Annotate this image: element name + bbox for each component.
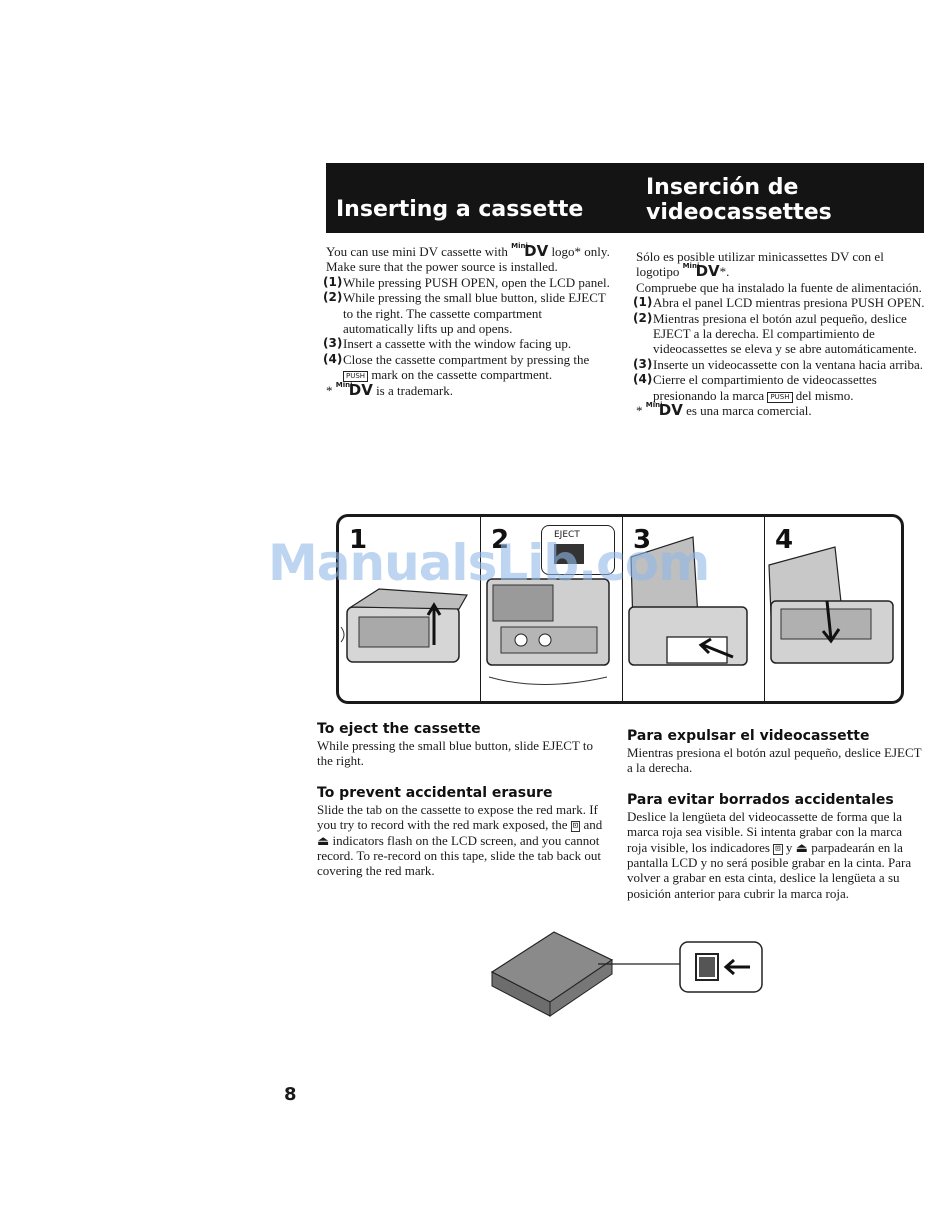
logo-dv: DV <box>695 262 720 281</box>
step-number: (4) <box>323 351 343 366</box>
power-note: Make sure that the power source is insta… <box>326 259 558 275</box>
cassette-tab-drawing <box>490 931 763 1017</box>
eject-callout: EJECT <box>541 525 615 575</box>
step-number: (3) <box>323 336 343 351</box>
erasure-text: indicators flash on the LCD screen, and … <box>317 832 602 879</box>
spanish-intro: Sólo es posible utilizar minicassettes D… <box>636 249 926 280</box>
footnote-text: es una marca comercial. <box>686 403 812 419</box>
step-text-after: del mismo. <box>795 387 854 403</box>
step-item: (3)Insert a cassette with the window fac… <box>323 336 616 352</box>
step-number-label: 4 <box>775 525 794 555</box>
step-text: Mientras presiona el botón azul pequeño,… <box>653 310 917 357</box>
step-number: (1) <box>633 295 653 310</box>
eject-label: EJECT <box>554 530 580 540</box>
english-tips: To eject the cassette While pressing the… <box>317 721 612 879</box>
eject-indicator-icon: ⏏ <box>317 832 330 848</box>
logo-dv: DV <box>524 242 549 260</box>
page-title-english: Inserting a cassette <box>336 197 584 222</box>
eject-indicator-icon: ⏏ <box>795 839 808 855</box>
step-text: Cierre el compartimiento de videocassett… <box>653 372 877 403</box>
step-number: (3) <box>633 356 653 371</box>
camcorder-insert-drawing <box>628 536 748 666</box>
logo-mini: Mini <box>645 401 663 410</box>
intro-text-after: logo* only. <box>551 244 610 259</box>
step-panel-2: 2 EJECT <box>481 517 623 701</box>
intro-text: Sólo es posible utilizar minicassettes D… <box>636 249 884 280</box>
intro-text: You can use mini DV cassette with <box>326 244 508 259</box>
footnote-star: * <box>636 403 643 419</box>
footnote-text: is a trademark. <box>376 382 453 398</box>
erasure-body: Deslice la lengüeta del videocassette de… <box>627 809 922 901</box>
step-text: Close the cassette compartment by pressi… <box>343 351 590 367</box>
erasure-text: y <box>785 839 793 855</box>
manualslib-watermark: ManualsLib.com <box>268 534 710 592</box>
step-item: (3)Inserte un videocassette con la venta… <box>633 356 926 372</box>
step-panel-3: 3 <box>623 517 765 701</box>
step-number: (2) <box>633 310 653 325</box>
erasure-text: and <box>583 817 603 833</box>
step-number: (1) <box>323 274 343 289</box>
camcorder-open-lcd-drawing <box>340 588 468 663</box>
logo-dv: DV <box>348 380 373 399</box>
eject-body: While pressing the small blue button, sl… <box>317 738 593 769</box>
step-item: (1)While pressing PUSH OPEN, open the LC… <box>323 274 616 290</box>
tape-indicator-icon: ⊡ <box>773 843 783 855</box>
step-item: (1)Abra el panel LCD mientras presiona P… <box>633 295 926 311</box>
step-panel-4: 4 <box>765 517 901 701</box>
intro-text-after: *. <box>719 264 730 280</box>
cassette-steps-illustration: 1 2 EJECT 3 <box>336 514 904 704</box>
step-panel-1: 1 <box>339 517 481 701</box>
eject-switch <box>554 544 584 564</box>
logo-mini: Mini <box>335 380 353 389</box>
erasure-body: Slide the tab on the cassette to expose … <box>317 802 612 879</box>
logo-dv: DV <box>658 401 683 420</box>
camcorder-close-drawing <box>768 546 894 664</box>
step-item: (2)While pressing the small blue button,… <box>323 290 616 337</box>
erasure-heading: To prevent accidental erasure <box>317 784 553 801</box>
logo-mini: Mini <box>511 242 528 250</box>
step-item: (4)Close the cassette compartment by pre… <box>323 351 616 383</box>
eject-body: Mientras presiona el botón azul pequeño,… <box>627 745 922 776</box>
camcorder-eject-drawing <box>486 578 610 685</box>
step-text: While pressing PUSH OPEN, open the LCD p… <box>343 274 610 290</box>
eject-heading: To eject the cassette <box>317 721 481 737</box>
step-text: While pressing the small blue button, sl… <box>343 290 606 337</box>
page-number: 8 <box>284 1084 297 1105</box>
step-text: Abra el panel LCD mientras presiona PUSH… <box>653 295 925 311</box>
push-mark-icon: PUSH <box>767 391 793 403</box>
step-number: (4) <box>633 372 653 387</box>
step-text-after: mark on the cassette compartment. <box>371 367 553 383</box>
tape-indicator-icon: ⊡ <box>570 821 581 833</box>
step-text: Insert a cassette with the window facing… <box>343 336 572 352</box>
erasure-text: parpadearán en la pantalla LCD y no será… <box>627 839 912 901</box>
power-note: Compruebe que ha instalado la fuente de … <box>636 279 922 295</box>
step-number-label: 2 <box>491 525 510 555</box>
step-number: (2) <box>323 290 343 305</box>
spanish-tips: Para expulsar el videocassette Mientras … <box>627 728 922 901</box>
step-number-label: 3 <box>633 525 652 555</box>
step-number-label: 1 <box>349 525 368 555</box>
step-item: (2)Mientras presiona el botón azul peque… <box>633 310 926 357</box>
step-text: Inserte un videocassette con la ventana … <box>653 356 923 372</box>
erasure-heading: Para evitar borrados accidentales <box>627 791 894 808</box>
erasure-text: Slide the tab on the cassette to expose … <box>317 801 598 833</box>
page-title-spanish: Inserción de videocassettes <box>646 175 832 225</box>
step-item: (4)Cierre el compartimiento de videocass… <box>633 372 926 403</box>
logo-mini: Mini <box>682 262 700 271</box>
erasure-text: Deslice la lengüeta del videocassette de… <box>627 808 903 855</box>
footnote-star: * <box>326 382 333 398</box>
header-banner: Inserting a cassette Inserción de videoc… <box>326 163 924 233</box>
spanish-instructions: Sólo es posible utilizar minicassettes D… <box>633 249 926 420</box>
eject-heading: Para expulsar el videocassette <box>627 728 870 744</box>
